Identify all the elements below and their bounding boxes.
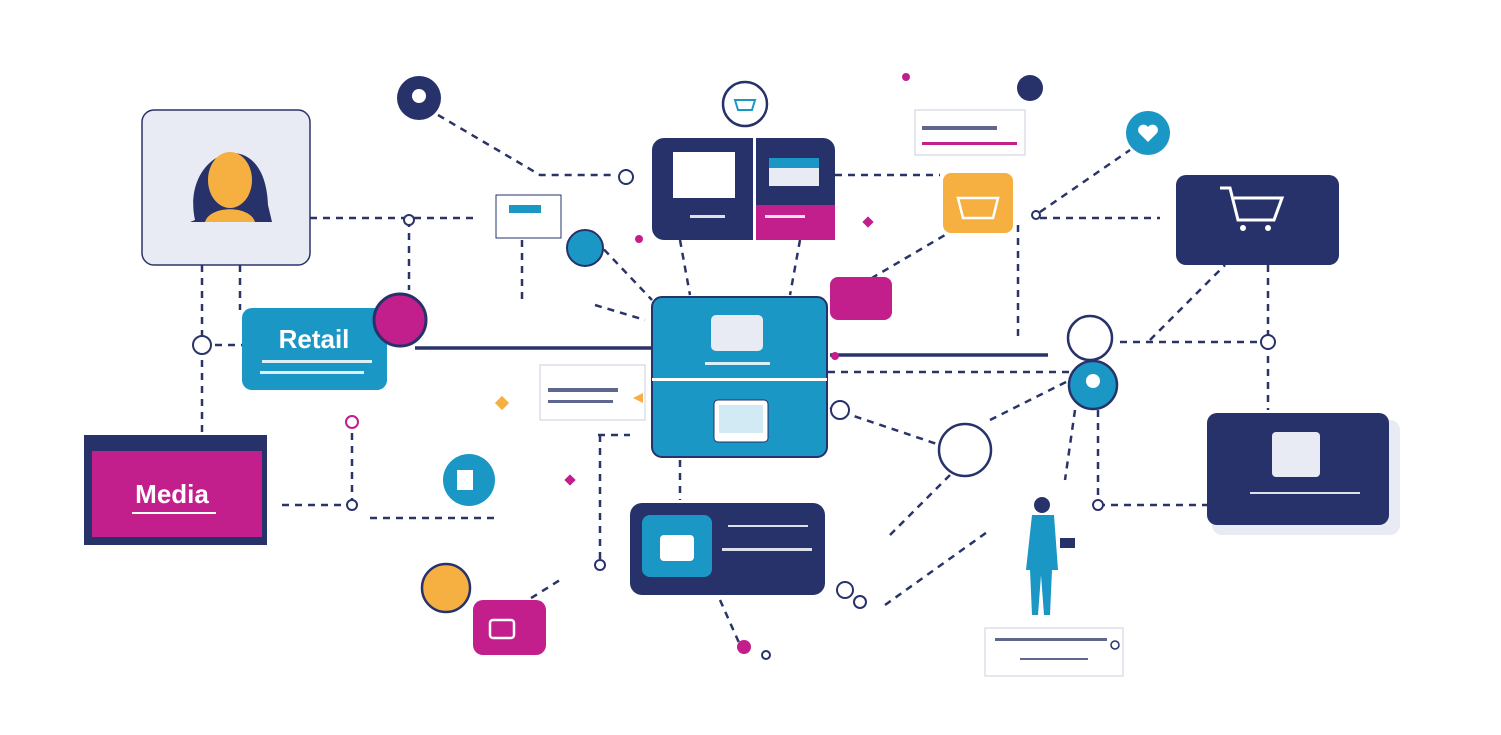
wifi-bag-card[interactable]	[630, 503, 825, 595]
shopping-cart-card[interactable]	[1176, 175, 1339, 265]
basket-card[interactable]	[943, 173, 1013, 233]
tablet-card[interactable]	[1207, 413, 1400, 535]
standing-person-icon	[1026, 497, 1075, 615]
tool-icon	[372, 292, 428, 348]
gear-icon	[830, 400, 850, 420]
tablet-icon	[1272, 432, 1320, 477]
basket-icon	[721, 80, 769, 128]
note-card	[495, 194, 562, 239]
person-avatar-card[interactable]	[141, 109, 311, 266]
gear-icon	[618, 169, 634, 185]
note-card	[914, 109, 1026, 156]
bed-icon	[937, 422, 993, 478]
clock-icon	[1066, 314, 1114, 362]
note-card	[539, 364, 646, 421]
person-avatar-icon	[190, 152, 272, 222]
gauge-icon	[566, 229, 604, 267]
people-icon	[711, 315, 763, 351]
connectors	[200, 113, 1270, 646]
central-hub-card[interactable]	[651, 296, 828, 458]
laptop-icon	[673, 152, 735, 198]
media-card[interactable]: Media	[84, 435, 267, 545]
media-label: Media	[135, 479, 209, 509]
gear-icon	[836, 581, 854, 599]
shopping-cart-icon	[1220, 186, 1285, 222]
retail-label: Retail	[279, 324, 350, 354]
tablet-icon	[713, 399, 769, 443]
lock-card[interactable]	[473, 600, 546, 655]
retail-card[interactable]: Retail	[242, 308, 387, 390]
caption-card	[984, 627, 1124, 677]
gear-icon	[420, 562, 472, 614]
phone-icon	[1017, 75, 1043, 101]
laptop-storefront-card[interactable]	[652, 138, 835, 240]
magenta-badge[interactable]	[830, 277, 892, 320]
